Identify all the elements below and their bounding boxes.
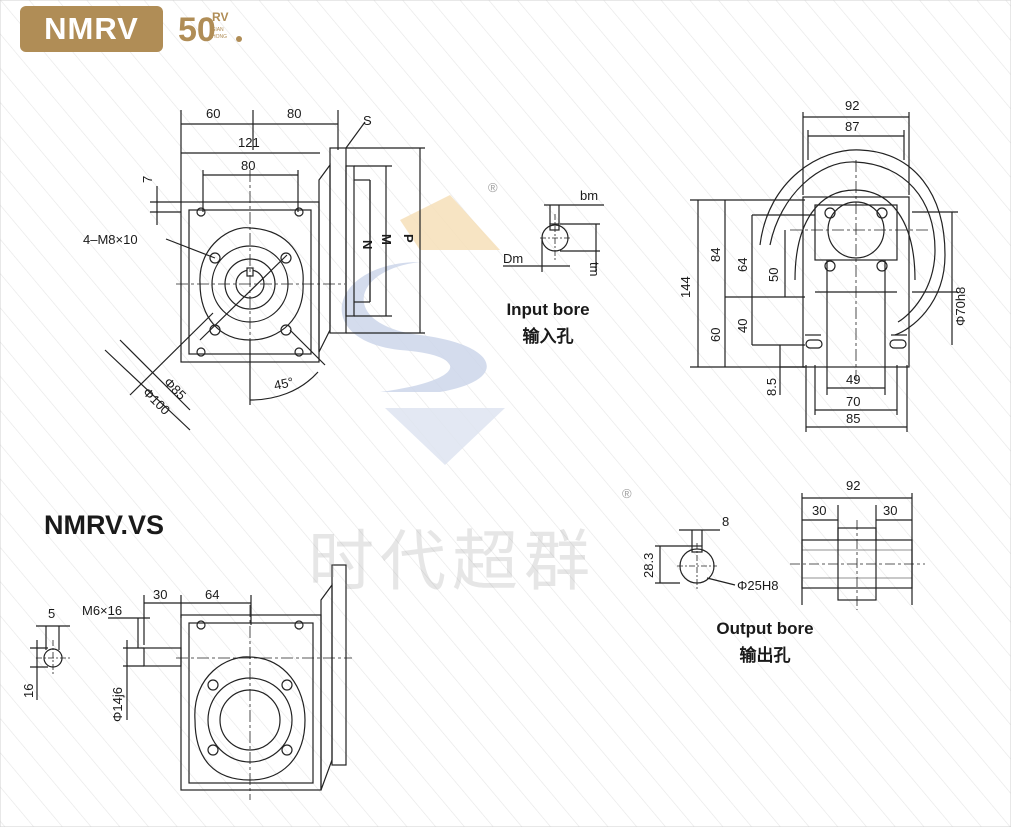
dim-80-inner: 80 [241, 158, 255, 173]
brand-badge: NMRV [20, 6, 163, 52]
dim-thread-4m8: 4–M8×10 [83, 232, 138, 247]
dim-80-top: 80 [287, 106, 301, 121]
series-number: 50 [178, 11, 216, 49]
dim-phi14j6: Φ14j6 [110, 687, 125, 722]
nmrv-vs-title: NMRV.VS [44, 510, 165, 540]
input-bore-dims: bm Dm tm [503, 188, 602, 276]
dim-16: 16 [21, 684, 36, 698]
watermark-logo [341, 195, 505, 465]
dim-92: 92 [846, 478, 860, 493]
dim-s: S [363, 113, 372, 128]
dim-121: 121 [238, 135, 260, 150]
dim-m6x16: M6×16 [82, 603, 122, 618]
dim-m: M [379, 234, 394, 245]
dim-30: 30 [153, 587, 167, 602]
output-bore-drawing [655, 493, 925, 610]
dim-dm: Dm [503, 251, 523, 266]
series-sub-2: HONG [212, 34, 227, 40]
input-bore-label-en: Input bore [506, 300, 590, 319]
dim-28-3: 28.3 [641, 553, 656, 578]
dim-87: 87 [845, 119, 859, 134]
side-view [690, 112, 958, 432]
front-view [104, 110, 425, 431]
output-bore-label-en: Output bore [716, 619, 814, 638]
dim-64: 64 [735, 258, 750, 272]
dim-40: 40 [735, 319, 750, 333]
dim-bm: bm [580, 188, 598, 203]
dim-85: 85 [846, 411, 860, 426]
dim-30-left: 30 [812, 503, 826, 518]
output-bore-dims: 8 28.3 Φ25H8 92 30 30 [641, 478, 897, 593]
dim-p: P [401, 234, 416, 243]
dim-50: 50 [766, 268, 781, 282]
registered-icon: ® [622, 486, 632, 501]
dim-angle-45: 45° [273, 374, 295, 393]
dim-49: 49 [846, 372, 860, 387]
dim-60: 60 [708, 328, 723, 342]
watermark-text: 时代超群 [308, 523, 596, 600]
input-bore-label-cn: 输入孔 [522, 327, 574, 346]
vs-view [30, 564, 352, 800]
dim-70: 70 [846, 394, 860, 409]
dim-64: 64 [205, 587, 219, 602]
vs-view-dims: 5 M6×16 30 64 16 Φ14j6 [21, 587, 219, 722]
series-sub-1: SIAN [212, 27, 224, 33]
dim-5: 5 [48, 606, 55, 621]
dim-144: 144 [678, 276, 693, 298]
series-suffix: RV [212, 10, 229, 24]
dim-30-right: 30 [883, 503, 897, 518]
dim-n: N [360, 240, 375, 249]
registered-icon: ® [488, 180, 498, 195]
output-bore-label-cn: 输出孔 [739, 646, 791, 665]
dim-tm: tm [587, 262, 602, 276]
dim-7: 7 [140, 176, 155, 183]
dim-92: 92 [845, 98, 859, 113]
dim-60: 60 [206, 106, 220, 121]
dim-phi25h8: Φ25H8 [737, 578, 778, 593]
dim-8: 8 [722, 514, 729, 529]
dim-8-5: 8.5 [764, 378, 779, 396]
side-view-dims: 92 87 144 84 64 50 60 40 8.5 Φ70h8 49 70… [678, 98, 968, 426]
dim-84: 84 [708, 248, 723, 262]
input-bore-drawing [503, 204, 604, 272]
dim-phi70h8: Φ70h8 [953, 287, 968, 326]
series-dot-icon [236, 36, 242, 42]
